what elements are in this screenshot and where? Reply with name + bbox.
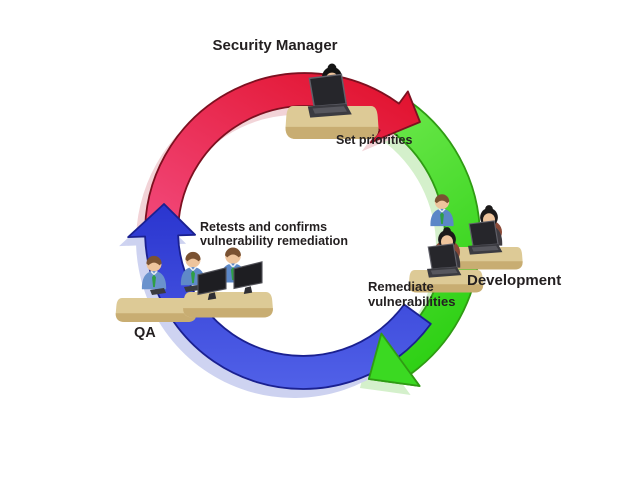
remediate-vulnerabilities-label: Remediate vulnerabilities	[368, 279, 456, 309]
retests-confirms-label: Retests and confirms vulnerability remed…	[200, 220, 348, 248]
blue-arrow	[127, 203, 432, 390]
development-team-figure	[408, 194, 523, 293]
security-manager-label: Security Manager	[212, 37, 338, 54]
set-priorities-label: Set priorities	[336, 133, 413, 147]
qa-team-figure	[115, 247, 273, 322]
development-label: Development	[467, 272, 562, 289]
red-arrow	[144, 72, 421, 230]
qa-label: QA	[134, 325, 156, 341]
green-arrowhead-icon	[367, 332, 421, 387]
